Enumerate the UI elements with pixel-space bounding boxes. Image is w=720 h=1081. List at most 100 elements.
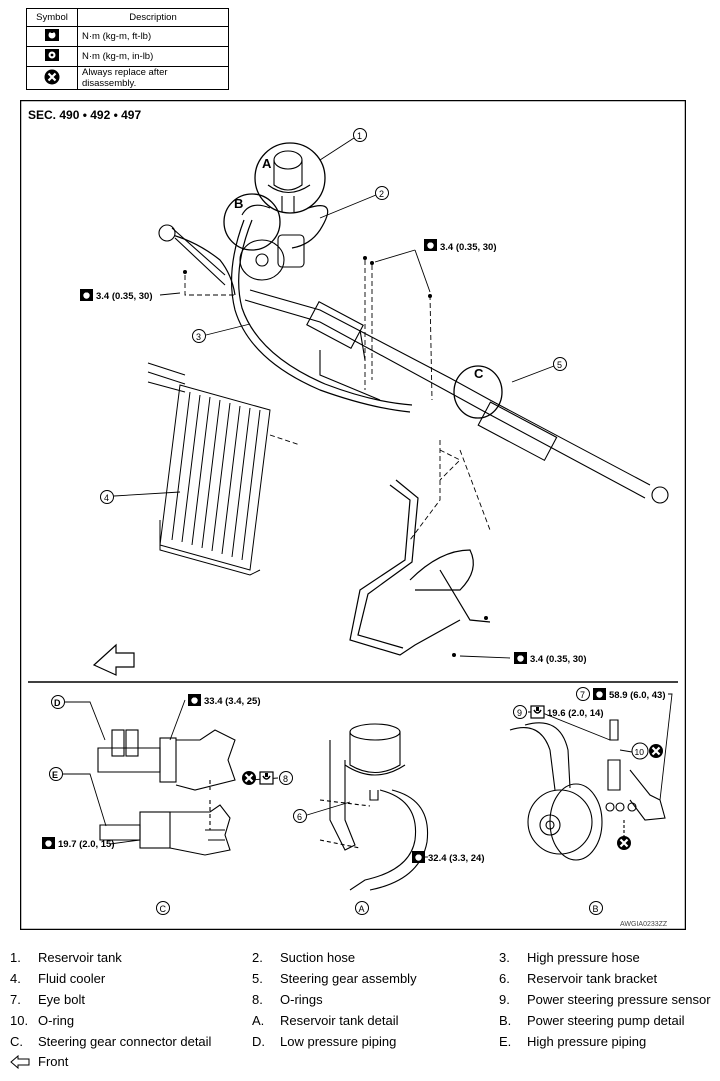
- callout-key: 8.: [252, 992, 263, 1007]
- callout-number-5: 5: [557, 360, 562, 370]
- callout-item: 9. Power steering pressure sensor: [499, 992, 711, 1007]
- callout-key: 6.: [499, 971, 510, 986]
- legend-header-row: Symbol Description: [26, 8, 229, 27]
- callout-number-2: 2: [379, 189, 384, 199]
- number-balloons: [100, 128, 567, 504]
- bolt-leaders: [184, 260, 491, 541]
- callout-key: 9.: [499, 992, 510, 1007]
- callout-item: 5.Steering gear assembly: [252, 971, 417, 986]
- callout-number-8: 8: [283, 774, 288, 784]
- front-direction-arrow-icon: [92, 643, 135, 676]
- callout-key: C.: [10, 1034, 23, 1049]
- callout-number-1: 1: [357, 131, 362, 141]
- symbol-legend-table: Symbol Description N·m (kg-m, ft-lb) N·m…: [26, 8, 229, 90]
- callout-key: 3.: [499, 950, 510, 965]
- callout-item: C. Steering gear connector detail: [10, 1034, 211, 1049]
- callout-item: 1. Reservoir tank: [10, 950, 122, 965]
- callout-key: 2.: [252, 950, 263, 965]
- callout-item: E.High pressure piping: [499, 1034, 646, 1049]
- steering-gear-drawing: [158, 224, 669, 504]
- leader-lines: [113, 137, 555, 659]
- callout-number-4: 4: [104, 493, 109, 503]
- callout-key: 4.: [10, 971, 21, 986]
- torque-wrench-small-icon: [26, 46, 78, 67]
- callout-item: 4. Fluid cooler: [10, 971, 105, 986]
- callout-key: B.: [499, 1013, 512, 1028]
- callout-text: O-ring: [38, 1013, 75, 1028]
- callout-key: 10.: [10, 1013, 29, 1028]
- callout-text: Power steering pump detail: [527, 1013, 685, 1028]
- callout-text: Fluid cooler: [38, 971, 106, 986]
- legend-header-symbol: Symbol: [26, 8, 78, 27]
- callout-number-9: 9: [517, 708, 522, 718]
- callout-text: Power steering pressure sensor: [527, 992, 711, 1007]
- detail-letter-d: D: [54, 698, 61, 708]
- callout-key: 7.: [10, 992, 21, 1007]
- torque-icon: [514, 652, 527, 664]
- torque-icon: [80, 289, 93, 301]
- number-balloons: [293, 809, 307, 823]
- legend-header-description: Description: [77, 8, 229, 27]
- callout-item: 8.O-rings: [252, 992, 323, 1007]
- replace-x-icon: [615, 834, 633, 852]
- callout-key: 5.: [252, 971, 263, 986]
- torque-icon: [42, 837, 55, 849]
- replace-x-icon: [26, 66, 78, 90]
- callout-key: D.: [252, 1034, 265, 1049]
- number-balloons: [513, 687, 649, 760]
- detail-view-marker: [355, 901, 369, 915]
- torque-value-tank-bracket: 32.4 (3.3, 24): [428, 853, 485, 864]
- torque-value-tie-rod: 3.4 (0.35, 30): [96, 291, 153, 302]
- torque-value-gear-bolts: 3.4 (0.35, 30): [440, 242, 497, 253]
- callout-text: High pressure piping: [527, 1034, 647, 1049]
- torque-icon: [188, 694, 201, 706]
- callout-item: 10. O-ring: [10, 1013, 74, 1028]
- callout-text: Steering gear connector detail: [38, 1034, 212, 1049]
- legend-row: N·m (kg-m, in-lb): [26, 46, 229, 67]
- front-arrow-icon: [10, 1054, 30, 1069]
- callout-text: Reservoir tank: [38, 950, 122, 965]
- hose-lines: [164, 205, 413, 413]
- reference-code: AWGIA0233ZZ: [620, 921, 668, 928]
- callout-number-10: 10: [635, 747, 645, 757]
- torque-wrench-icon: [26, 26, 78, 47]
- callout-item: 3. High pressure hose: [499, 950, 640, 965]
- callout-item: 7. Eye bolt: [10, 992, 85, 1007]
- callout-item: D. Low pressure piping: [252, 1034, 396, 1049]
- detail-a-drawing: [319, 723, 429, 891]
- torque-value-pressure-sensor: 19.6 (2.0, 14): [547, 708, 604, 719]
- torque-icon: [424, 239, 437, 251]
- callout-key: 1.: [10, 950, 21, 965]
- detail-view-marker: [156, 901, 170, 915]
- detail-view-label-b: B: [593, 904, 599, 914]
- cooler-pipes: [349, 479, 491, 656]
- callout-number-6: 6: [297, 812, 302, 822]
- torque-icon-outline: [259, 771, 274, 785]
- front-legend: Front: [10, 1054, 68, 1069]
- callout-text: Eye bolt: [38, 992, 85, 1007]
- torque-icon: [593, 688, 606, 700]
- torque-value-cooler-bolts: 3.4 (0.35, 30): [530, 654, 587, 665]
- callout-item: A.Reservoir tank detail: [252, 1013, 399, 1028]
- leader-line: [306, 801, 351, 816]
- replace-x-icon: [647, 742, 665, 760]
- detail-letter-a: A: [262, 156, 272, 171]
- legend-row-text: N·m (kg-m, ft-lb): [77, 26, 229, 47]
- callout-key: A.: [252, 1013, 265, 1028]
- replace-x-icon: [240, 769, 258, 787]
- torque-value-eye-bolt: 58.9 (6.0, 43): [609, 690, 666, 701]
- callout-text: Low pressure piping: [280, 1034, 397, 1049]
- detail-view-marker: [589, 901, 603, 915]
- legend-row: N·m (kg-m, ft-lb): [26, 26, 229, 47]
- torque-value-high-pressure: 19.7 (2.0, 15): [58, 839, 115, 850]
- torque-icon: [412, 851, 425, 863]
- callout-number-7: 7: [580, 690, 585, 700]
- detail-view-label-c: C: [160, 904, 167, 914]
- exploded-diagram: SEC. 490 • 492 • 497: [20, 100, 686, 930]
- legend-row-text: N·m (kg-m, in-lb): [77, 46, 229, 67]
- callout-text: High pressure hose: [527, 950, 640, 965]
- torque-value-low-pressure: 33.4 (3.4, 25): [204, 696, 261, 707]
- legend-row: Always replace after disassembly.: [26, 66, 229, 90]
- diagram-frame: [20, 100, 686, 930]
- front-label: Front: [38, 1054, 69, 1069]
